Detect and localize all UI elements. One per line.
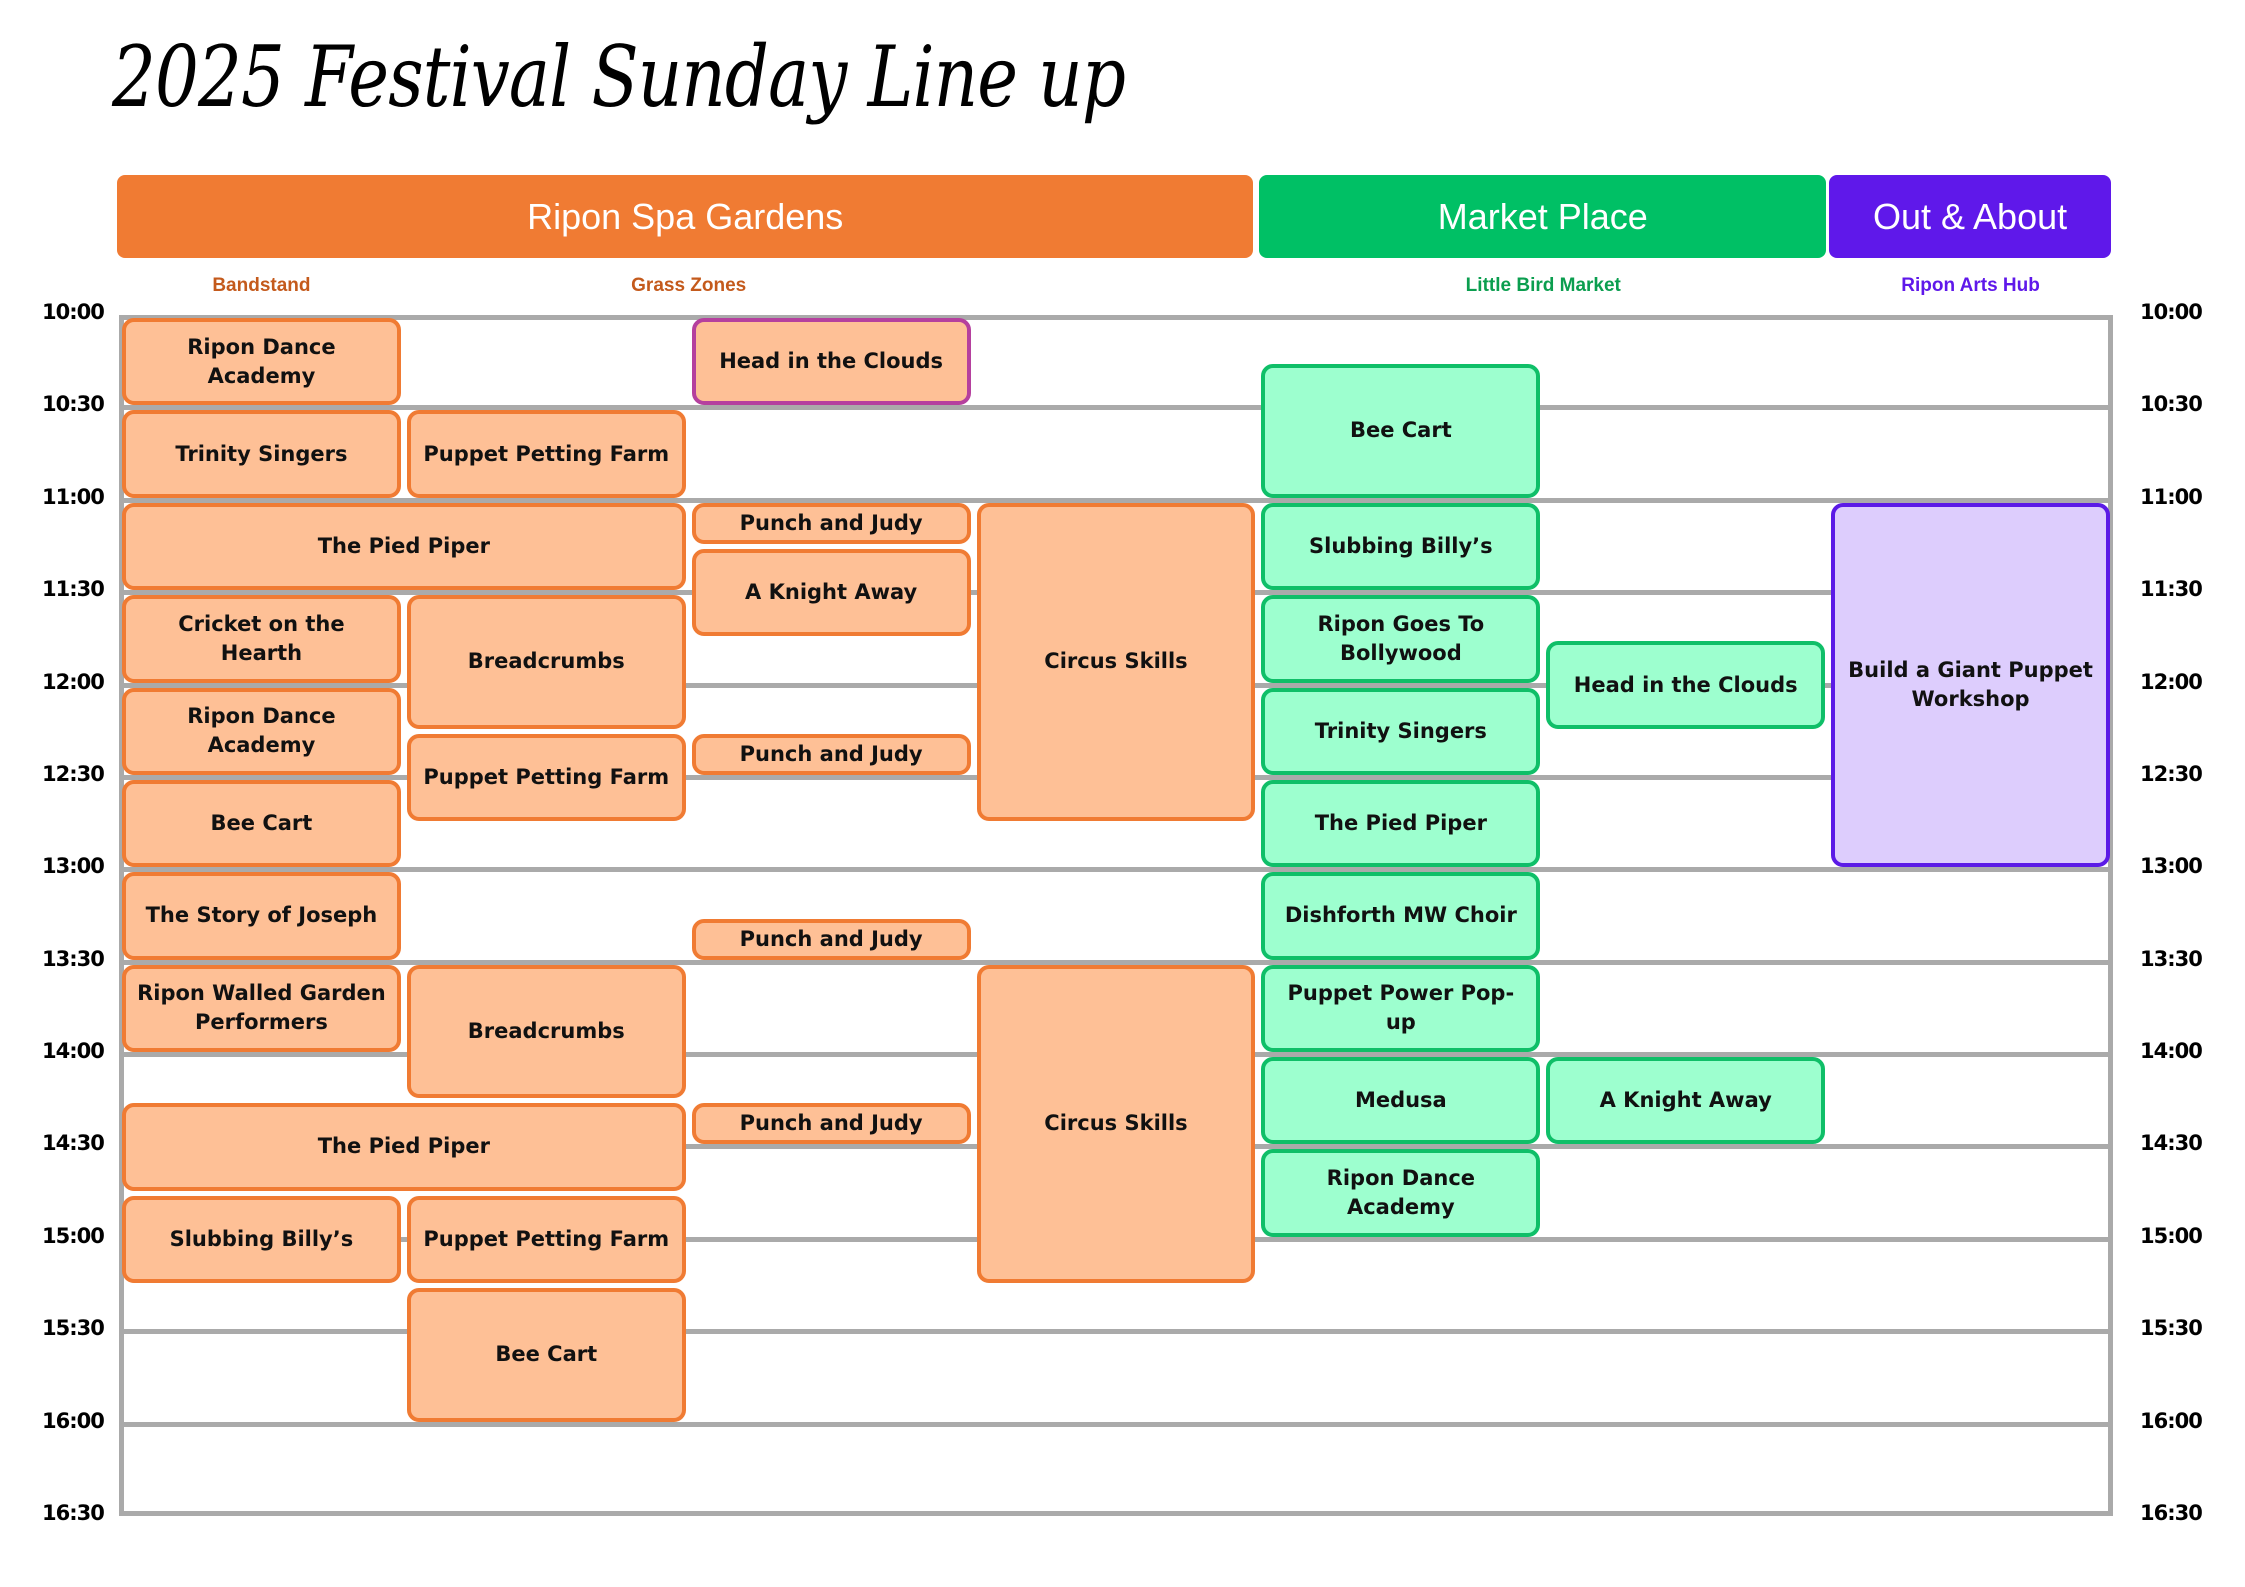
event-bee-cart[interactable]: Bee Cart — [406, 1288, 686, 1422]
schedule-grid — [119, 315, 2113, 1516]
time-label-left: 12:00 — [42, 669, 105, 694]
event-head-in-the-clouds[interactable]: Head in the Clouds — [691, 318, 971, 406]
event-breadcrumbs[interactable]: Breadcrumbs — [406, 964, 686, 1099]
time-label-right: 13:00 — [2140, 854, 2203, 879]
event-puppet-petting-farm[interactable]: Puppet Petting Farm — [406, 1195, 686, 1284]
time-label-right: 16:30 — [2140, 1501, 2203, 1525]
event-puppet-petting-farm[interactable]: Puppet Petting Farm — [406, 410, 686, 498]
time-label-left: 14:30 — [42, 1131, 105, 1156]
time-label-left: 15:30 — [42, 1316, 105, 1341]
event-puppet-power-pop-up[interactable]: Puppet Power Pop-up — [1261, 964, 1541, 1053]
event-ripon-dance-academy[interactable]: Ripon Dance Academy — [1261, 1149, 1541, 1237]
event-cricket-on-the-hearth[interactable]: Cricket on the Hearth — [122, 595, 401, 683]
time-label-right: 16:00 — [2140, 1408, 2203, 1433]
event-the-story-of-joseph[interactable]: The Story of Joseph — [122, 872, 401, 960]
event-slubbing-billy-s[interactable]: Slubbing Billy’s — [122, 1195, 401, 1284]
sublocation-bandstand: Bandstand — [212, 275, 311, 296]
time-label-right: 11:30 — [2140, 577, 2203, 602]
event-breadcrumbs[interactable]: Breadcrumbs — [406, 595, 686, 729]
time-label-left: 15:00 — [42, 1223, 105, 1248]
sublocation-little-bird-market: Little Bird Market — [1465, 275, 1621, 296]
event-puppet-petting-farm[interactable]: Puppet Petting Farm — [406, 733, 686, 822]
event-bee-cart[interactable]: Bee Cart — [1261, 364, 1541, 498]
time-label-right: 15:00 — [2140, 1223, 2203, 1248]
time-label-left: 11:30 — [42, 577, 105, 602]
venue-header-out-about: Out & About — [1829, 175, 2111, 258]
event-circus-skills[interactable]: Circus Skills — [976, 964, 1256, 1284]
event-ripon-dance-academy[interactable]: Ripon Dance Academy — [122, 687, 401, 775]
time-label-right: 14:00 — [2140, 1039, 2203, 1064]
time-label-right: 13:30 — [2140, 946, 2203, 971]
event-ripon-walled-garden-performers[interactable]: Ripon Walled Garden Performers — [122, 964, 401, 1053]
event-a-knight-away[interactable]: A Knight Away — [691, 548, 971, 637]
gridline — [119, 405, 2113, 411]
time-label-left: 11:00 — [42, 484, 105, 509]
time-label-right: 11:00 — [2140, 484, 2203, 509]
time-label-left: 13:00 — [42, 854, 105, 879]
gridline — [119, 1329, 2113, 1335]
event-bee-cart[interactable]: Bee Cart — [122, 779, 401, 868]
sublocation-grass-zones: Grass Zones — [631, 275, 747, 296]
event-circus-skills[interactable]: Circus Skills — [976, 502, 1256, 822]
time-label-left: 16:30 — [42, 1501, 105, 1525]
event-slubbing-billy-s[interactable]: Slubbing Billy’s — [1261, 502, 1541, 591]
event-dishforth-mw-choir[interactable]: Dishforth MW Choir — [1261, 872, 1541, 960]
venue-header-ripon-spa-gardens: Ripon Spa Gardens — [117, 175, 1254, 258]
event-punch-and-judy[interactable]: Punch and Judy — [691, 733, 971, 775]
event-trinity-singers[interactable]: Trinity Singers — [122, 410, 401, 498]
time-label-right: 10:30 — [2140, 392, 2203, 417]
gridline — [119, 1421, 2113, 1427]
gridline — [119, 497, 2113, 503]
time-label-right: 14:30 — [2140, 1131, 2203, 1156]
event-ripon-dance-academy[interactable]: Ripon Dance Academy — [122, 318, 401, 406]
event-punch-and-judy[interactable]: Punch and Judy — [691, 918, 971, 960]
time-label-right: 10:00 — [2140, 300, 2203, 324]
event-punch-and-judy[interactable]: Punch and Judy — [691, 1103, 971, 1145]
event-build-a-giant-puppet-workshop[interactable]: Build a Giant Puppet Workshop — [1831, 502, 2110, 868]
event-medusa[interactable]: Medusa — [1261, 1057, 1541, 1145]
event-the-pied-piper[interactable]: The Pied Piper — [1261, 779, 1541, 868]
time-label-right: 15:30 — [2140, 1316, 2203, 1341]
time-label-left: 12:30 — [42, 761, 105, 786]
gridline — [119, 959, 2113, 965]
event-the-pied-piper[interactable]: The Pied Piper — [122, 1103, 686, 1191]
event-ripon-goes-to-bollywood[interactable]: Ripon Goes To Bollywood — [1261, 595, 1541, 683]
sublocation-ripon-arts-hub: Ripon Arts Hub — [1901, 275, 2040, 296]
time-label-left: 13:30 — [42, 946, 105, 971]
page-title: 2025 Festival Sunday Line up — [112, 28, 1126, 126]
venue-header-market-place: Market Place — [1259, 175, 1827, 258]
time-label-right: 12:30 — [2140, 761, 2203, 786]
gridline — [119, 867, 2113, 873]
event-a-knight-away[interactable]: A Knight Away — [1546, 1057, 1826, 1145]
time-label-left: 10:30 — [42, 392, 105, 417]
event-head-in-the-clouds[interactable]: Head in the Clouds — [1546, 641, 1826, 729]
event-punch-and-judy[interactable]: Punch and Judy — [691, 502, 971, 544]
time-label-left: 14:00 — [42, 1039, 105, 1064]
time-label-left: 10:00 — [42, 300, 105, 324]
time-label-right: 12:00 — [2140, 669, 2203, 694]
event-trinity-singers[interactable]: Trinity Singers — [1261, 687, 1541, 775]
event-the-pied-piper[interactable]: The Pied Piper — [122, 502, 686, 591]
time-label-left: 16:00 — [42, 1408, 105, 1433]
